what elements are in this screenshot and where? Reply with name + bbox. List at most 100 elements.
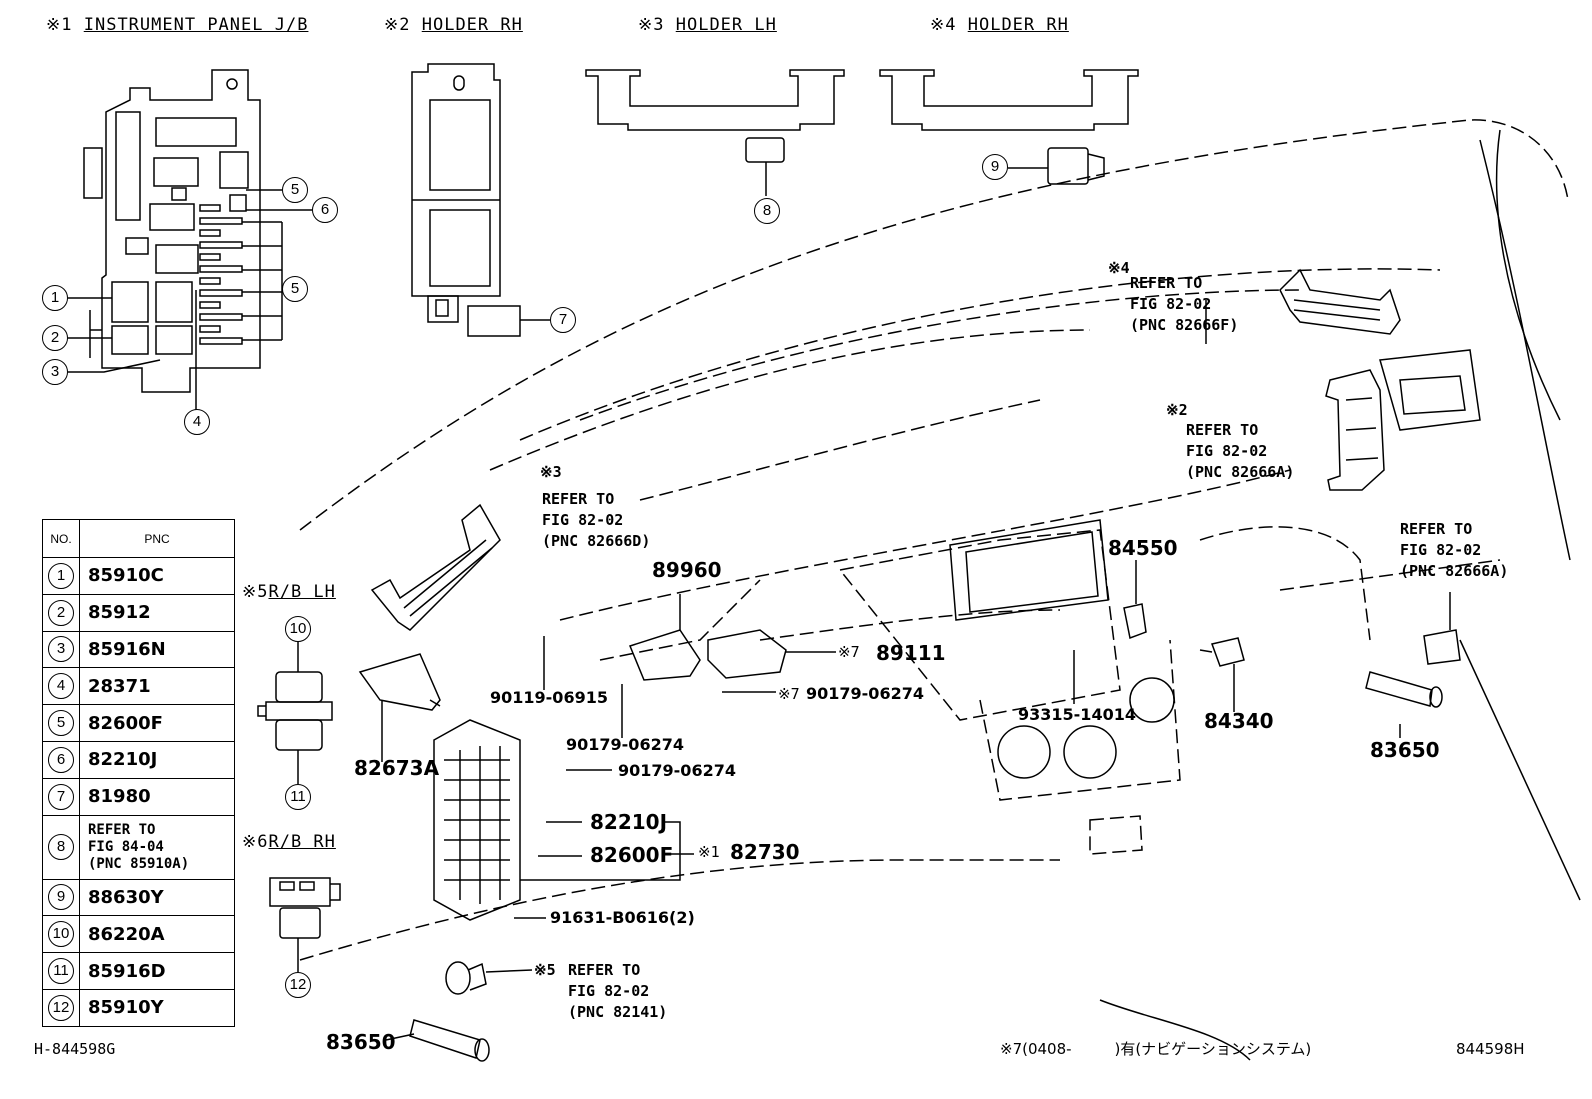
holder-rh2-drawing xyxy=(879,69,1139,185)
part-89960: 89960 xyxy=(652,558,722,582)
callout-1: 1 xyxy=(42,285,68,311)
row-pnc: 88630Y xyxy=(79,878,235,917)
ref-note-4-mark: ※4 xyxy=(1108,259,1130,277)
note-mark-7a: ※7 xyxy=(838,643,860,661)
ref-note-right: REFER TO FIG 82-02 (PNC 82666A) xyxy=(1400,520,1509,580)
header-holder-rh: ※2 HOLDER RH xyxy=(384,15,523,35)
part-91631-b0616: 91631-B0616(2) xyxy=(550,908,695,927)
part-82210j: 82210J xyxy=(590,810,668,834)
row-pnc: 85916N xyxy=(79,630,235,669)
row-number: 11 xyxy=(48,958,74,985)
part-90179-06274-c: 90179-06274 xyxy=(618,761,736,780)
note-mark-7b: ※7 xyxy=(778,685,800,703)
ref-note-5: REFER TO FIG 82-02 (PNC 82141) xyxy=(568,961,668,1021)
holder-part-3-drawing xyxy=(370,503,501,631)
instrument-panel-jb-drawing xyxy=(68,69,312,410)
row-number: 7 xyxy=(48,783,74,810)
row-pnc: REFER TO FIG 84-04 (PNC 85910A) xyxy=(79,814,235,880)
row-number: 2 xyxy=(48,599,74,626)
row-pnc: 85910C xyxy=(79,557,235,595)
outlet-83650-right-drawing xyxy=(1365,592,1461,738)
holder-rh-drawing xyxy=(411,63,550,337)
row-number: 6 xyxy=(48,746,74,773)
part-82673a: 82673A xyxy=(354,756,440,780)
part-90119-06915: 90119-06915 xyxy=(490,688,608,707)
ref-note-3-mark: ※3 xyxy=(540,463,562,481)
footer-left-code: H-844598G xyxy=(34,1040,116,1058)
switch-84340-drawing xyxy=(1199,637,1245,712)
col-pnc-header: PNC xyxy=(79,519,235,558)
part-90179-06274-a: 90179-06274 xyxy=(806,684,924,703)
callout-8: 8 xyxy=(754,198,780,224)
callout-9: 9 xyxy=(982,154,1008,180)
holder-part-4-drawing xyxy=(1279,268,1401,335)
header-rb-lh: ※5R/B LH xyxy=(242,582,336,602)
callout-5-top: 5 xyxy=(282,177,308,203)
part-83650-left: 83650 xyxy=(326,1030,396,1054)
outlet-83650-left-drawing xyxy=(385,961,533,1062)
module-89111-drawing xyxy=(707,629,836,679)
callout-12: 12 xyxy=(285,972,311,998)
part-89111: 89111 xyxy=(876,641,946,665)
header-rb-rh: ※6R/B RH xyxy=(242,832,336,852)
rb-lh-drawing xyxy=(257,640,333,784)
part-84550: 84550 xyxy=(1108,536,1178,560)
header-instrument-panel-jb: ※1 INSTRUMENT PANEL J/B xyxy=(46,15,309,35)
switch-84550-drawing xyxy=(1123,560,1147,640)
note-mark-1: ※1 xyxy=(698,843,720,861)
callout-2: 2 xyxy=(42,325,68,351)
leader-lines xyxy=(514,300,1207,919)
row-pnc: 85910Y xyxy=(79,988,235,1027)
row-number: 5 xyxy=(48,710,74,737)
ref-note-2-mark: ※2 xyxy=(1166,401,1188,419)
row-pnc: 85912 xyxy=(79,593,235,632)
part-84340: 84340 xyxy=(1204,709,1274,733)
callout-6: 6 xyxy=(312,197,338,223)
holder-part-2-drawing xyxy=(1325,369,1385,491)
part-82600f: 82600F xyxy=(590,843,674,867)
row-pnc: 82600F xyxy=(79,704,235,742)
part-83650-right: 83650 xyxy=(1370,738,1440,762)
ref-note-3: REFER TO FIG 82-02 (PNC 82666D) xyxy=(542,490,651,550)
part-93315-14014: 93315-14014 xyxy=(1018,705,1136,724)
row-pnc: 28371 xyxy=(79,667,235,706)
ref-note-5-mark: ※5 xyxy=(534,961,556,979)
dashboard-solid-lines xyxy=(949,129,1581,1061)
module-89960-drawing xyxy=(628,594,701,681)
row-number: 12 xyxy=(48,994,74,1021)
footer-note: ※7(0408- )有(ナビゲーションシステム) xyxy=(1000,1040,1312,1058)
part-82730: 82730 xyxy=(730,840,800,864)
ref-note-4: REFER TO FIG 82-02 (PNC 82666F) xyxy=(1130,274,1239,334)
callout-7: 7 xyxy=(550,307,576,333)
row-number: 3 xyxy=(48,636,74,663)
col-no-header: NO. xyxy=(42,519,80,558)
rb-rh-drawing xyxy=(269,877,341,972)
callout-11: 11 xyxy=(285,784,311,810)
callout-4: 4 xyxy=(184,409,210,435)
header-holder-rh-2: ※4 HOLDER RH xyxy=(930,15,1069,35)
row-number: 10 xyxy=(48,921,74,948)
row-pnc: 81980 xyxy=(79,777,235,816)
row-pnc: 85916D xyxy=(79,952,235,990)
callout-3: 3 xyxy=(42,359,68,385)
row-number: 8 xyxy=(48,834,74,861)
callout-5: 5 xyxy=(282,276,308,302)
ref-note-2: REFER TO FIG 82-02 (PNC 82666A) xyxy=(1186,421,1295,481)
row-pnc: 86220A xyxy=(79,915,235,954)
holder-lh-drawing xyxy=(585,69,845,196)
row-number: 4 xyxy=(48,673,74,700)
